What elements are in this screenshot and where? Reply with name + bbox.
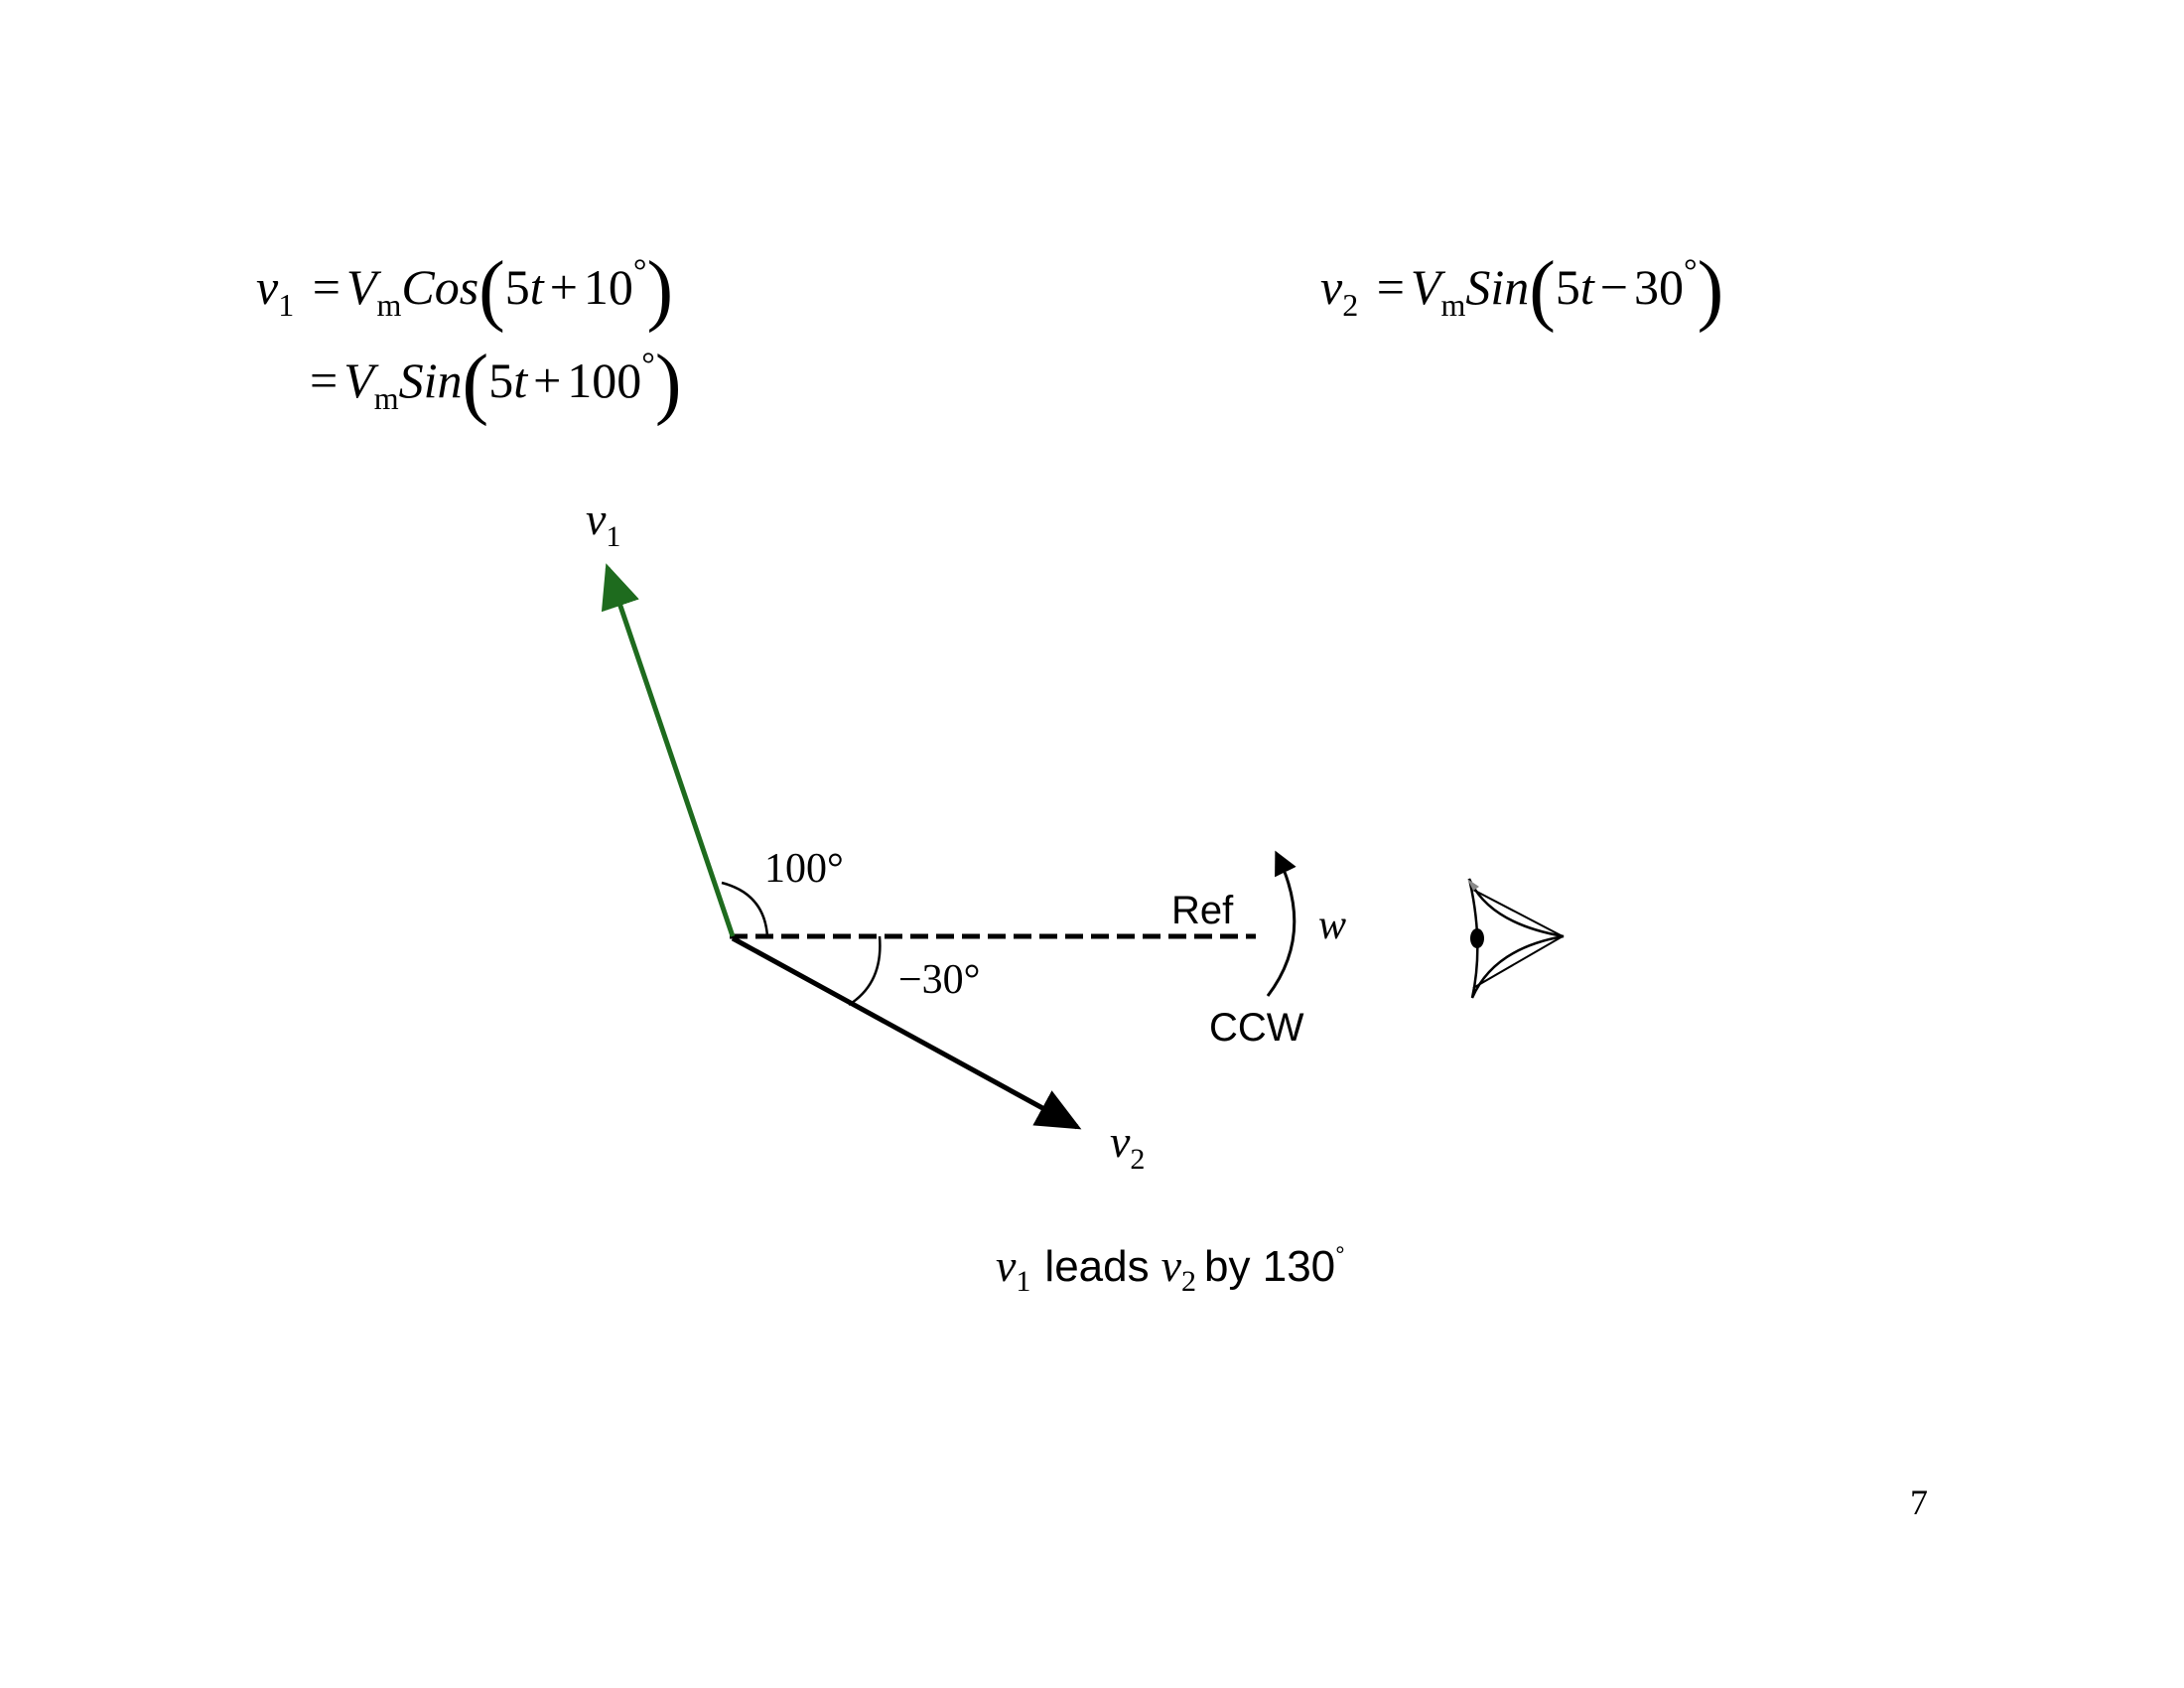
angle-label-100: 100° (764, 846, 844, 892)
eq-equals: = (1376, 259, 1405, 315)
eq-v2-symbol: v (1320, 259, 1343, 315)
eq-V-symbol: V (343, 352, 374, 408)
eq-arg-phase: 100 (567, 352, 642, 408)
eq-v2-subscript: 2 (1342, 287, 1359, 323)
ref-label: Ref (1171, 889, 1234, 932)
eq-V-symbol: V (1410, 259, 1441, 315)
phasor-v1 (601, 563, 736, 937)
angle-label-minus30: −30° (898, 957, 980, 1003)
eq-equals: = (310, 352, 339, 408)
eq-close-paren: ) (654, 340, 682, 427)
eq-arg-phase: 30 (1634, 259, 1684, 315)
eq-arg-coef: 5 (504, 259, 530, 315)
eq-open-paren: ( (1529, 246, 1556, 334)
eq-function: Sin (1465, 259, 1530, 315)
omega-label: w (1318, 903, 1346, 948)
equation-v1-sin: =VmSin(5t+100°) (304, 344, 682, 423)
eye-icon (1467, 878, 1565, 999)
eq-v1-subscript: 1 (278, 287, 295, 323)
eq-close-paren: ) (1697, 246, 1724, 334)
ccw-label: CCW (1209, 1006, 1304, 1050)
rotation-arrow (1266, 850, 1297, 997)
eq-arg-coef: 5 (1555, 259, 1580, 315)
eq-degree: ° (632, 253, 647, 290)
eq-V-symbol: V (345, 259, 377, 315)
eq-arg-coef: 5 (488, 352, 514, 408)
eq-open-paren: ( (462, 340, 489, 427)
eq-open-paren: ( (478, 246, 505, 334)
eq-degree: ° (1684, 253, 1698, 290)
eq-V-subscript: m (373, 380, 399, 416)
page-number: 7 (1910, 1482, 1928, 1522)
eq-operator: − (1599, 259, 1628, 315)
eq-V-subscript: m (376, 287, 402, 323)
eq-degree: ° (641, 347, 655, 383)
label-v2: v2 (1110, 1116, 1145, 1176)
eq-close-paren: ) (646, 246, 674, 334)
phasor-v2 (731, 935, 1082, 1130)
eq-arg-t: t (1579, 259, 1594, 315)
equation-v2: v2 =VmSin(5t−30°) (1320, 250, 1723, 330)
eq-equals: = (312, 259, 341, 315)
eq-arg-t: t (513, 352, 528, 408)
eq-operator: + (533, 352, 562, 408)
eq-operator: + (549, 259, 578, 315)
equation-v1-cos: v1 =VmCos(5t+10°) (256, 250, 673, 330)
angle-arc-v1 (721, 881, 769, 937)
label-v1: v1 (586, 493, 620, 553)
eq-v1-symbol: v (256, 259, 279, 315)
eq-V-subscript: m (1440, 287, 1466, 323)
eq-function: Cos (401, 259, 479, 315)
eq-arg-t: t (529, 259, 544, 315)
angle-arc-v2 (848, 935, 882, 1007)
eq-arg-phase: 10 (583, 259, 633, 315)
eq-function: Sin (398, 352, 463, 408)
